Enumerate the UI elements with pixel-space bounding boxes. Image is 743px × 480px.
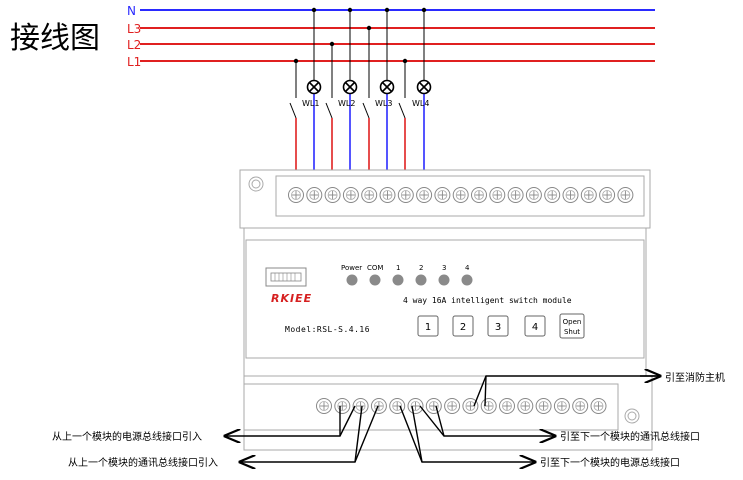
top-terminal-screw-icon — [525, 187, 542, 203]
top-terminal-screw-icon — [288, 187, 304, 203]
top-terminal-screw-icon — [471, 187, 487, 203]
open-shut-button[interactable]: Open Shut — [559, 313, 585, 339]
annotation-power-bus-out: 引至下一个模块的电源总线接口 — [540, 456, 680, 469]
annotation-power-bus-in: 从上一个模块的电源总线接口引入 — [52, 430, 202, 443]
indicator-label-com: COM — [367, 264, 383, 272]
top-terminal-screw-icon — [361, 187, 378, 203]
brand-logo: RKIEE — [271, 292, 312, 305]
bus-wiring — [225, 376, 660, 462]
top-terminal-screw-icon — [416, 187, 433, 203]
bus-label-l1: L1 — [127, 55, 141, 69]
top-terminal-screw-icon — [507, 187, 524, 203]
indicator-label-1: 1 — [396, 264, 400, 272]
top-terminal-screw-icon — [617, 187, 634, 203]
top-terminal-screw-icon — [562, 187, 579, 203]
top-terminal-screw-icon — [306, 187, 323, 203]
led-2 — [415, 274, 427, 286]
top-terminal-screw-icon — [324, 187, 341, 203]
load-label-wl2: WL2 — [338, 99, 355, 108]
svg-text:Shut: Shut — [564, 328, 580, 336]
bottom-terminal-screw-icon — [535, 398, 552, 414]
annotation-comm-bus-in: 从上一个模块的通讯总线接口引入 — [68, 456, 218, 469]
led-3 — [438, 274, 450, 286]
svg-text:3: 3 — [495, 322, 501, 333]
led-power — [346, 274, 358, 286]
bottom-terminal-screw-icon — [316, 398, 332, 414]
module-description: 4 way 16A intelligent switch module — [403, 296, 572, 305]
bottom-terminal-screw-icon — [590, 398, 607, 414]
led-com — [369, 274, 381, 286]
bottom-terminal-screw-icon — [425, 398, 442, 414]
indicator-label-power: Power — [341, 264, 362, 272]
bottom-terminal-screw-icon — [334, 398, 351, 414]
svg-text:1: 1 — [425, 322, 431, 333]
power-buses: N L3 L2 L1 — [127, 4, 655, 69]
top-terminal-screw-icon — [342, 187, 359, 203]
led-1 — [392, 274, 404, 286]
bus-label-l3: L3 — [127, 22, 141, 36]
svg-text:2: 2 — [460, 322, 466, 333]
load-label-wl4: WL4 — [412, 99, 429, 108]
lamp-icon-4 — [416, 79, 432, 95]
bottom-terminal-screw-icon — [407, 398, 424, 414]
svg-text:Open: Open — [563, 318, 582, 326]
load-label-wl3: WL3 — [375, 99, 392, 108]
panel-button-1[interactable]: 1 — [417, 315, 439, 337]
top-terminal-screw-icon — [397, 187, 414, 203]
bottom-terminal-screw-icon — [553, 398, 570, 414]
lamp-icon-2 — [342, 79, 358, 95]
top-terminal-screw-icon — [489, 187, 506, 203]
annotation-fire-host: 引至消防主机 — [665, 371, 725, 384]
top-terminal-screw-icon — [379, 187, 396, 203]
top-terminal-screw-icon — [452, 187, 469, 203]
bottom-terminal-screw-icon — [444, 398, 461, 414]
bus-label-l2: L2 — [127, 38, 141, 52]
panel-button-2[interactable]: 2 — [452, 315, 474, 337]
lamp-icon-3 — [379, 79, 395, 95]
panel-button-4[interactable]: 4 — [524, 315, 546, 337]
bus-label-n: N — [127, 4, 136, 18]
led-4 — [461, 274, 473, 286]
lamp-icon-1 — [306, 79, 322, 95]
svg-text:4: 4 — [532, 322, 538, 333]
bottom-terminal-screw-icon — [480, 398, 497, 414]
top-terminal-screw-icon — [580, 187, 597, 203]
bottom-terminal-screw-icon — [517, 398, 534, 414]
bottom-terminal-screw-icon — [352, 398, 369, 414]
top-terminal-screw-icon — [544, 187, 561, 203]
model-label: Model:RSL-S.4.16 — [285, 325, 370, 334]
indicator-label-3: 3 — [442, 264, 446, 272]
load-label-wl1: WL1 — [302, 99, 319, 108]
diagram-title: 接线图 — [10, 21, 100, 56]
top-terminal-screw-icon — [434, 187, 451, 203]
bottom-terminal-screw-icon — [572, 398, 589, 414]
top-terminal-row — [288, 187, 634, 203]
bottom-terminal-screw-icon — [370, 398, 387, 414]
bottom-terminal-screw-icon — [499, 398, 515, 414]
indicator-label-4: 4 — [465, 264, 470, 272]
top-terminal-screw-icon — [599, 187, 616, 203]
bottom-terminal-screw-icon — [462, 398, 479, 414]
panel-button-3[interactable]: 3 — [487, 315, 509, 337]
annotation-comm-bus-out: 引至下一个模块的通讯总线接口 — [560, 430, 700, 443]
indicator-label-2: 2 — [419, 264, 423, 272]
panel-display-icon — [265, 267, 307, 287]
